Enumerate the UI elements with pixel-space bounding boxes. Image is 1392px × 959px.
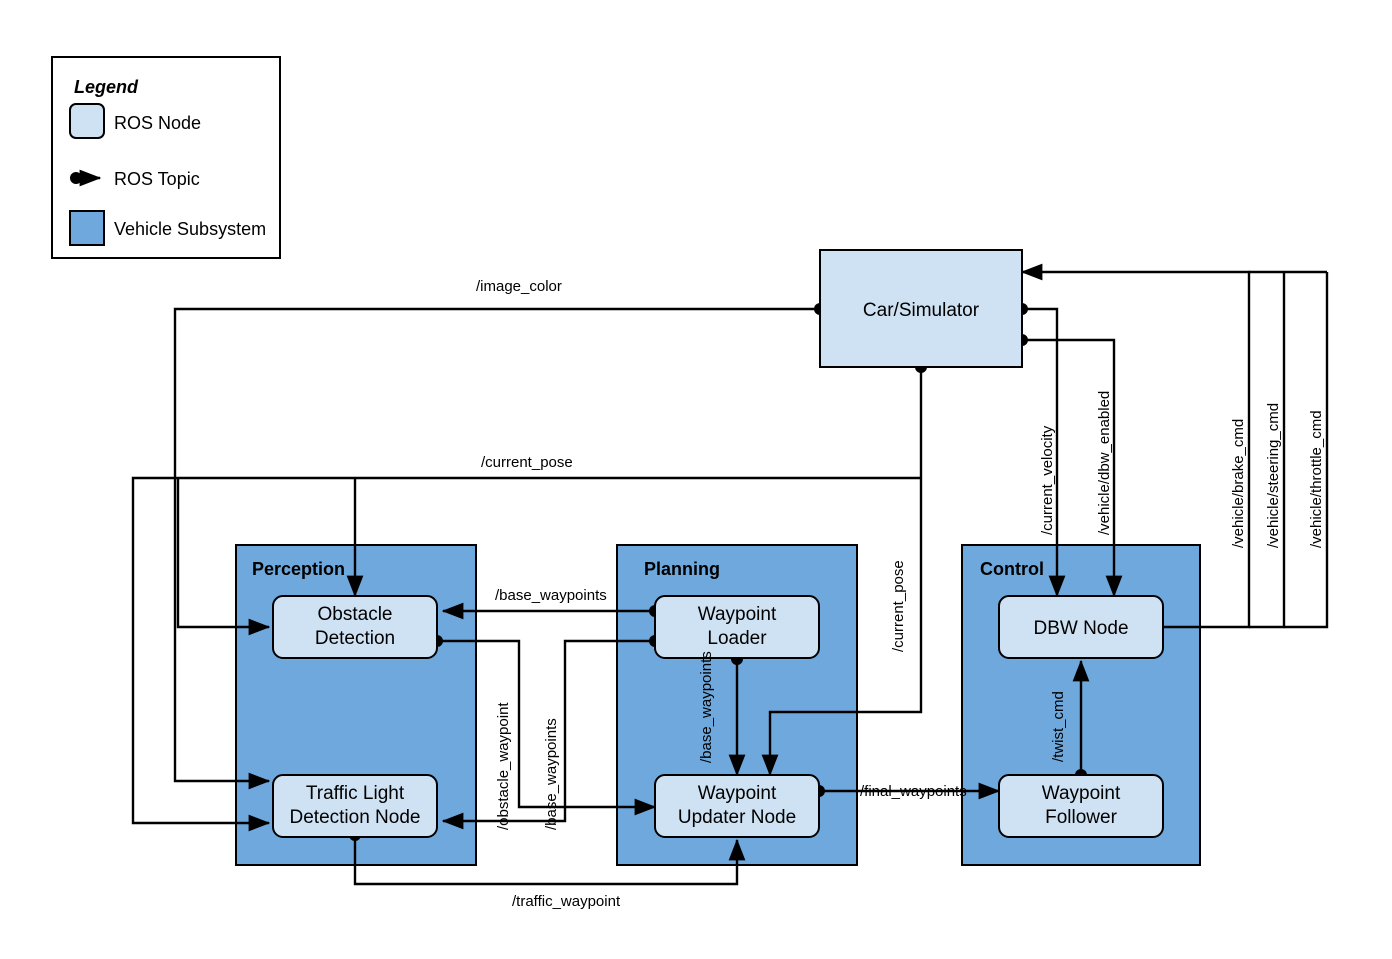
wire-current-velocity [1022, 307, 1066, 598]
node-waypoint-follower-box[interactable] [998, 774, 1164, 838]
wire-vehicle-dbw-enabled [1022, 338, 1123, 598]
node-obstacle-detection-box[interactable] [272, 595, 438, 659]
node-waypoint-loader-label-line2: Loader [707, 628, 767, 649]
topic-label-vehicle-brake-cmd: /vehicle/brake_cmd [1230, 419, 1247, 548]
node-waypoint-follower-label-line2: Follower [1045, 807, 1117, 828]
topic-label-current-velocity: /current_velocity [1039, 425, 1056, 535]
wire-traffic-waypoint [353, 835, 746, 886]
wire-current-pose-to-waypoint-updater [761, 367, 923, 777]
topic-label-base-waypoints-inner: /base_waypoints [698, 651, 715, 763]
legend-label-vehicle-subsystem: Vehicle Subsystem [114, 219, 266, 239]
subsystem-control-label: Control [980, 559, 1044, 579]
topic-label-obstacle-waypoint: /obstacle_waypoint [495, 702, 512, 830]
node-waypoint-updater[interactable]: Waypoint Updater Node [654, 774, 820, 838]
node-car-simulator[interactable]: Car/Simulator [819, 249, 1023, 368]
node-waypoint-loader-box[interactable] [654, 595, 820, 659]
node-obstacle-detection[interactable]: Obstacle Detection [272, 595, 438, 659]
legend-label-ros-topic: ROS Topic [114, 169, 200, 189]
wire-obstacle-waypoint [437, 639, 657, 816]
node-car-simulator-box[interactable] [819, 249, 1023, 368]
node-waypoint-updater-box[interactable] [654, 774, 820, 838]
node-traffic-light-detection-box[interactable] [272, 774, 438, 838]
legend-title: Legend [74, 77, 139, 97]
subsystem-perception-label: Perception [252, 559, 345, 579]
node-waypoint-loader-label-line1: Waypoint [698, 604, 777, 625]
node-waypoint-loader[interactable]: Waypoint Loader [654, 595, 820, 659]
topic-labels: /image_color /current_pose /current_pose… [476, 278, 1325, 910]
wire-base-waypoints-to-traffic-light [441, 639, 655, 830]
node-dbw-node-label: DBW Node [1033, 618, 1128, 639]
topic-label-traffic-waypoint: /traffic_waypoint [512, 893, 621, 910]
node-dbw-node[interactable]: DBW Node [998, 595, 1164, 659]
topic-label-vehicle-throttle-cmd: /vehicle/throttle_cmd [1308, 410, 1325, 548]
wire-image-color [173, 307, 820, 790]
topic-label-current-pose-vertical: /current_pose [890, 560, 907, 652]
node-traffic-light-detection-label-line1: Traffic Light [306, 783, 405, 804]
subsystem-planning-label: Planning [644, 559, 720, 579]
wire-vehicle-throttle-cmd [1284, 272, 1329, 629]
wire-current-pose-to-traffic-light [131, 476, 921, 832]
topic-label-current-pose-top: /current_pose [481, 454, 573, 471]
topic-label-final-waypoints: /final_waypoints [860, 783, 967, 800]
topic-label-twist-cmd: /twist_cmd [1050, 691, 1067, 762]
topic-label-vehicle-steering-cmd: /vehicle/steering_cmd [1265, 403, 1282, 548]
node-traffic-light-detection-label-line2: Detection Node [290, 807, 421, 828]
node-waypoint-updater-label-line2: Updater Node [678, 807, 796, 828]
legend-swatch-ros-node [69, 103, 105, 139]
topic-label-image-color: /image_color [476, 278, 562, 295]
topic-label-base-waypoints-mid: /base_waypoints [543, 718, 560, 830]
legend: Legend ROS Node ROS Topic Vehicle Subsys… [51, 56, 281, 259]
node-traffic-light-detection[interactable]: Traffic Light Detection Node [272, 774, 438, 838]
node-obstacle-detection-label-line1: Obstacle [318, 604, 393, 625]
node-waypoint-follower[interactable]: Waypoint Follower [998, 774, 1164, 838]
node-obstacle-detection-label-line2: Detection [315, 628, 395, 649]
wire-current-pose-to-obstacle-detection [176, 478, 271, 636]
legend-swatch-ros-topic [70, 169, 102, 187]
node-car-simulator-label: Car/Simulator [863, 300, 980, 321]
node-dbw-node-box[interactable] [998, 595, 1164, 659]
topic-label-base-waypoints-top: /base_waypoints [495, 587, 607, 604]
topic-label-vehicle-dbw-enabled: /vehicle/dbw_enabled [1096, 391, 1113, 535]
legend-label-ros-node: ROS Node [114, 113, 201, 133]
node-waypoint-follower-label-line1: Waypoint [1042, 783, 1121, 804]
legend-swatch-vehicle-subsystem [69, 210, 105, 246]
node-waypoint-updater-label-line1: Waypoint [698, 783, 777, 804]
wire-vehicle-brake-cmd [1020, 263, 1251, 629]
